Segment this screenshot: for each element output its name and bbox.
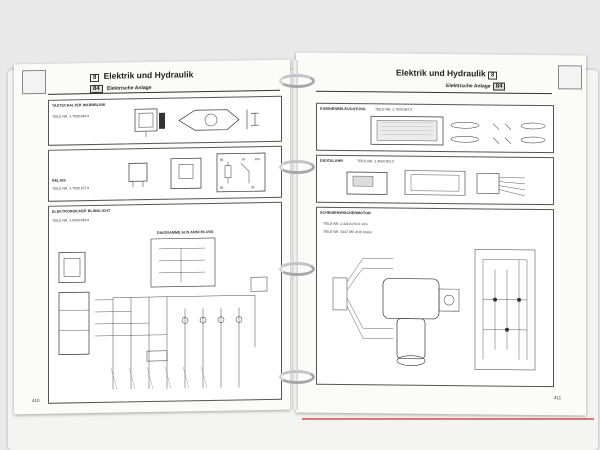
right-page-subtitle: Elektrische Anlage [446,83,491,90]
panel-label: SCHEIBENWISCHERMOTOR [320,210,371,216]
panel-kabinenbeleuchtung: KABINENBELEUCHTUNG TEILE-NR. 2.7839.087.… [316,102,554,154]
left-page-subtitle: Elektrische Anlage [106,85,152,92]
right-page-title: Elektrik und Hydraulik [396,67,486,79]
right-subheader: Elektrische Anlage 84 [446,80,507,91]
part-number: TEILE-NR. 2.7839.107.0 [52,186,90,191]
part-number: TEILE-NR. 2.4419.070.0 vorn [323,221,368,227]
blinklicht-wiring-diagram [58,237,268,390]
part-number: TEILE-NR. 2.4569.001.0 [357,159,395,164]
panel-label: KABINENBELEUCHTUNG [320,106,366,112]
binder-ring [279,74,315,88]
pin-label: 86 [220,158,224,162]
panel-warnblink: TASTSCHALTER WARNBLINK TEILE-NR. 2.7839.… [48,95,282,146]
binder-ring [279,370,315,384]
left-page-number: 410 [32,397,40,404]
panel-blinklicht: ELEKTRONISCHER BLINKLICHT TEILE-NR. 2.95… [48,201,282,404]
left-section-number: 84 [90,84,103,94]
left-header: 8 Elektrik und Hydraulik [90,69,194,83]
page-stack-edge [302,410,594,420]
pin-label: 30 [251,185,255,189]
diagram-title: DIAGRAMME AUS ANSCHLUSS [157,229,214,235]
panel-label: ELEKTRONISCHER BLINKLICHT [52,208,111,214]
right-section-number: 84 [492,82,506,91]
pin-label: 87a [255,157,260,161]
part-number: TEILE-NR. 2.9539.034.0 [52,218,90,223]
binder-ring [279,160,315,174]
right-page-number: 411 [554,395,562,401]
left-page: 8 Elektrik und Hydraulik 84 Elektrische … [14,59,290,415]
pin-label: 85 [220,186,224,190]
left-header-rule [48,89,280,95]
wiper-motor-drawing [332,249,536,371]
left-corner-tab [22,69,46,95]
left-chapter-number: 8 [90,73,100,83]
panel-digitaluhr: DIGITALUHR TEILE-NR. 2.4569.001.0 [316,154,554,206]
panel-relais: RELAIS TEILE-NR. 2.7839.107.0 86 87 87a … [48,145,282,202]
left-page-title: Elektrik und Hydraulik [103,69,194,81]
pin-label: 87 [242,157,246,161]
warnblink-switch-drawing [134,108,259,138]
right-chapter-number: 8 [487,71,498,80]
panel-label: RELAIS [52,178,66,183]
part-number-rear: TEILE-NR. 3247.087.4/10 hinten [323,229,373,235]
panel-label: TASTSCHALTER WARNBLINK [52,102,106,108]
part-number: TEILE-NR. 2.7839.044.0 [52,114,90,119]
right-corner-tab [558,65,582,90]
binder-spine [292,60,298,410]
right-header: Elektrik und Hydraulik 8 [396,68,499,80]
digitaluhr-drawing [346,170,526,197]
binder-ring [279,262,315,276]
relais-drawing: 86 87 87a 85 30 [128,152,266,193]
part-number: TEILE-NR. 2.7839.087.0 [375,107,413,112]
kabinenbeleuchtung-drawing [370,115,546,146]
panel-scheibenwischermotor: SCHEIBENWISCHERMOTOR TEILE-NR. 2.4419.07… [316,206,554,388]
right-header-rule [316,90,552,95]
right-page: Elektrik und Hydraulik 8 Elektrische Anl… [296,52,586,416]
panel-label: DIGITALUHR [320,158,343,163]
